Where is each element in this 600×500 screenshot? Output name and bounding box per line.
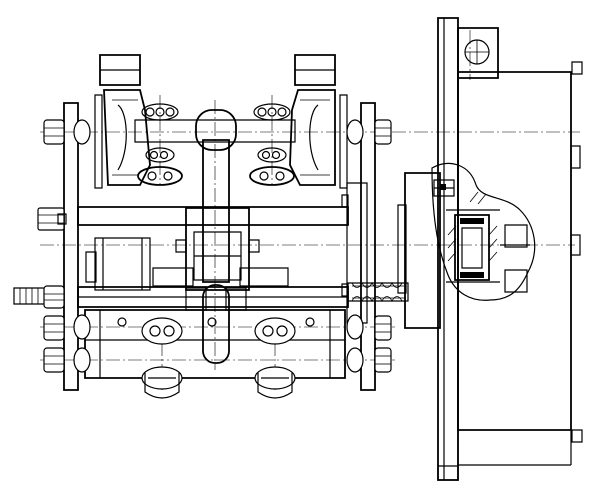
bolt-right-3	[347, 348, 391, 372]
central-mechanism	[86, 110, 295, 363]
bolt-left-2	[38, 208, 66, 230]
bolt-left-1	[44, 120, 90, 144]
bolts	[38, 120, 391, 372]
bolt-left-4	[44, 315, 90, 340]
center-lines	[40, 30, 580, 390]
frame-plates	[64, 103, 375, 390]
bolt-right-1	[347, 120, 391, 144]
bolt-right-2	[347, 315, 391, 340]
upper-contacts	[95, 55, 347, 188]
lower-contacts	[85, 310, 345, 389]
lower-links	[145, 372, 292, 398]
bolt-left-3	[44, 286, 64, 308]
spring-right-top	[250, 104, 294, 185]
bolt-left-5	[44, 348, 90, 372]
motor-housing	[398, 18, 582, 480]
spring-left-top	[138, 104, 182, 185]
shafts	[14, 207, 408, 307]
bearing-cutaway	[432, 163, 535, 300]
